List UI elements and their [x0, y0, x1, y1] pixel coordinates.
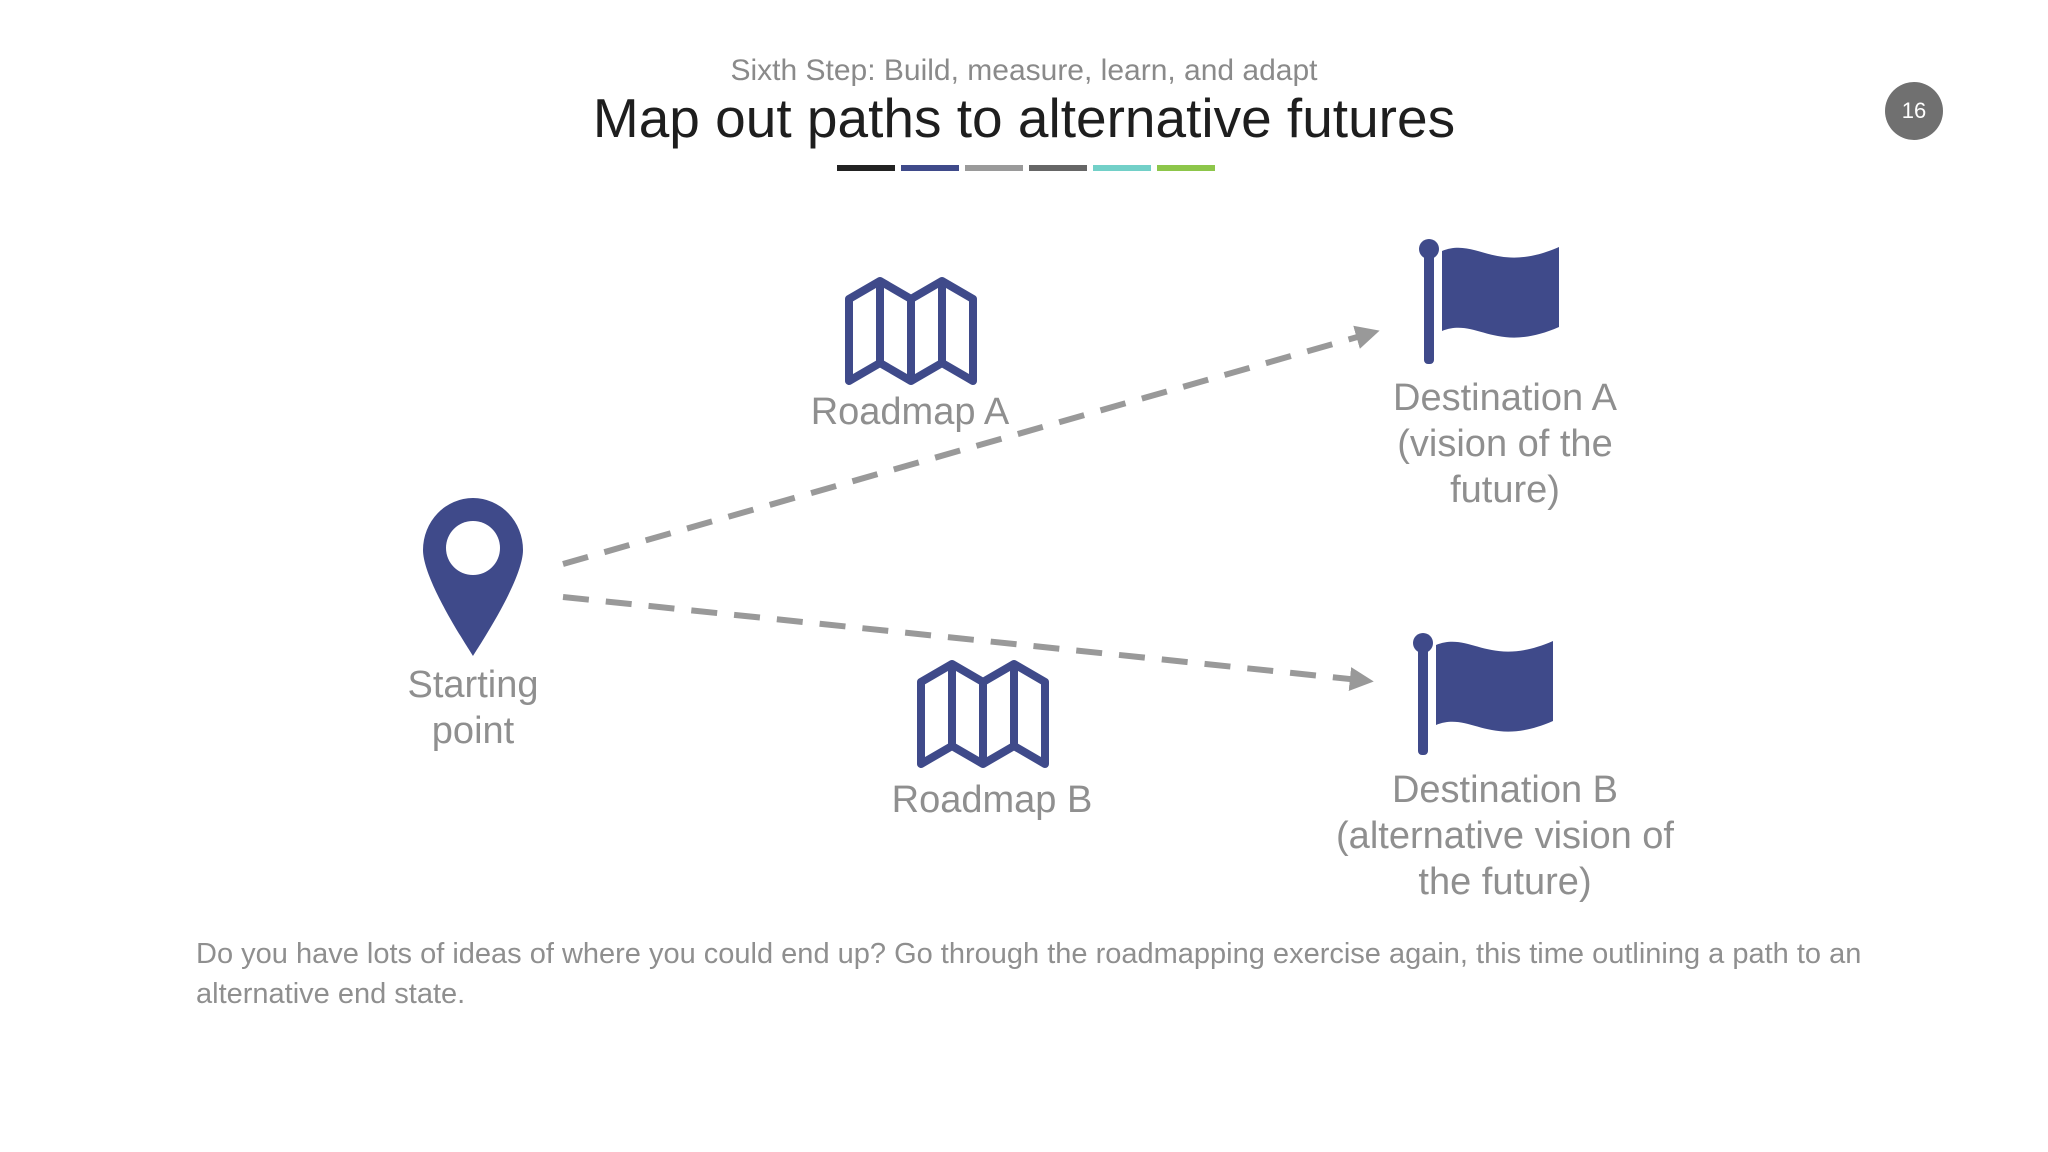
label-line: the future): [1418, 861, 1592, 903]
folded-map-icon: [917, 660, 1049, 768]
slide-title: Map out paths to alternative futures: [592, 87, 1456, 149]
label-line: (alternative vision of: [1336, 815, 1674, 857]
palette-swatch: [901, 165, 959, 171]
label-line: Roadmap A: [810, 391, 1010, 433]
color-palette-bar: [837, 165, 1215, 171]
label-line: Destination B: [1391, 769, 1618, 811]
slide-subtitle: Sixth Step: Build, measure, learn, and a…: [730, 54, 1318, 87]
flag-icon: [1419, 239, 1559, 364]
folded-map-icon: [845, 277, 977, 385]
node-label-destination-a: Destination A (vision of the future): [1305, 375, 1705, 513]
label-line: point: [431, 710, 515, 752]
page-number-badge: 16: [1885, 82, 1943, 140]
location-pin-icon: [423, 498, 523, 656]
label-line: (vision of the: [1397, 423, 1613, 465]
palette-swatch: [1093, 165, 1151, 171]
footer-description: Do you have lots of ideas of where you c…: [196, 938, 1862, 1010]
flag-icon: [1413, 633, 1553, 755]
node-label-roadmap-b: Roadmap B: [812, 777, 1172, 823]
label-line: Starting: [407, 664, 539, 706]
palette-swatch: [1029, 165, 1087, 171]
label-line: Destination A: [1393, 377, 1617, 419]
edge-start-to-destination-a: [562, 325, 1380, 567]
palette-swatch: [965, 165, 1023, 171]
node-label-starting-point: Starting point: [333, 662, 613, 754]
node-label-roadmap-a: Roadmap A: [730, 389, 1090, 435]
label-line: future): [1450, 469, 1560, 511]
palette-swatch: [1157, 165, 1215, 171]
node-label-destination-b: Destination B (alternative vision of the…: [1255, 767, 1755, 905]
palette-swatch: [837, 165, 895, 171]
label-line: Roadmap B: [891, 779, 1093, 821]
edge-start-to-destination-b: [562, 594, 1374, 691]
